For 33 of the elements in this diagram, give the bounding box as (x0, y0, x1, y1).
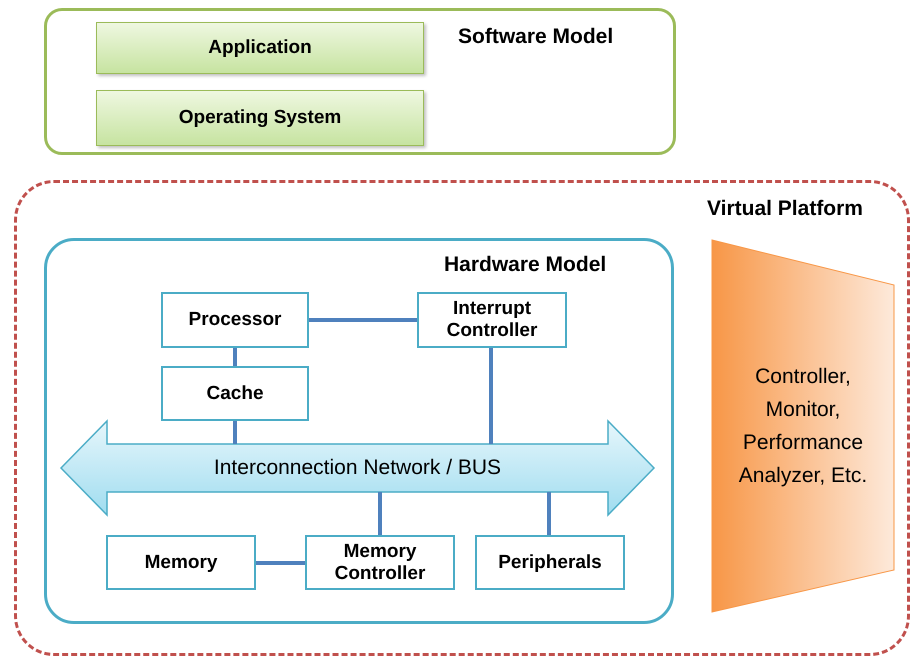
node-label: Application (208, 37, 312, 59)
component-box (161, 366, 309, 421)
connector-line (256, 561, 305, 565)
panel-heading: Software Model (458, 25, 614, 49)
node-label: Controller, Monitor, Performance Analyzer, Etc. (738, 364, 868, 489)
connector-line (378, 492, 382, 535)
software-model-panel (44, 8, 676, 155)
component-box (475, 535, 625, 590)
layer-box (96, 22, 424, 74)
node-label: Cache (206, 382, 264, 404)
connector-line (309, 318, 417, 322)
component-box (161, 292, 309, 348)
virtual-platform-panel (14, 180, 910, 656)
node-label: Interrupt Controller (446, 298, 538, 342)
component-box (106, 535, 256, 590)
component-box (305, 535, 455, 590)
bus-double-arrow (60, 420, 655, 516)
connector-line (547, 492, 551, 535)
hardware-model-panel (44, 238, 674, 624)
trapezoid-panel (712, 240, 894, 612)
node-label: Peripherals (498, 552, 602, 574)
node-label: Operating System (178, 107, 342, 129)
connector-line (233, 421, 237, 444)
node-label: Interconnection Network / BUS (214, 457, 502, 479)
node-label: Memory (144, 552, 218, 574)
panel-heading: Virtual Platform (707, 197, 863, 221)
component-box (417, 292, 567, 348)
connector-line (489, 348, 493, 444)
layer-box (96, 90, 424, 146)
node-label: Memory Controller (334, 540, 426, 584)
node-label: Processor (188, 309, 282, 331)
panel-heading: Hardware Model (444, 253, 606, 277)
connector-line (233, 348, 237, 366)
